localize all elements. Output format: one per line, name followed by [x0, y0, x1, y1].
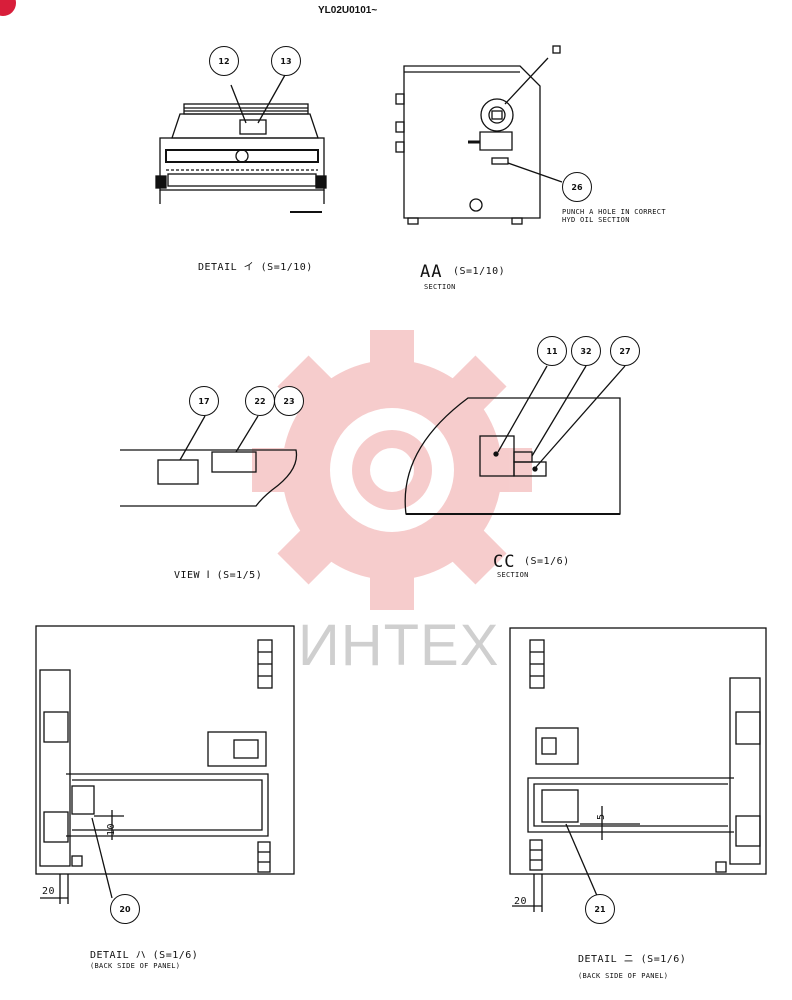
- part-bubble-12: 12: [209, 46, 239, 76]
- section-cc-scale: (S=1/6): [524, 556, 570, 567]
- detail-top-left-caption: DETAIL イ (S=1/10): [198, 262, 313, 273]
- part-bubble-20: 20: [110, 894, 140, 924]
- detail-ni-caption: DETAIL ニ (S=1/6): [578, 954, 687, 965]
- section-aa-scale: (S=1/10): [453, 266, 506, 277]
- part-bubble-27: 27: [610, 336, 640, 366]
- part-bubble-32: 32: [571, 336, 601, 366]
- part-bubble-17: 17: [189, 386, 219, 416]
- part-bubble-13: 13: [271, 46, 301, 76]
- view-i-caption: VIEW Ⅰ (S=1/5): [174, 570, 263, 581]
- watermark-text: ИНТЕХ: [298, 613, 500, 678]
- detail-ha-drawing: [35, 625, 295, 904]
- detail-ni-dim-5: 5: [596, 813, 607, 820]
- section-cc-sub: SECTION: [497, 571, 529, 579]
- section-aa-note-1: PUNCH A HOLE IN CORRECT: [562, 208, 666, 216]
- detail-ha-dim-10: 10: [106, 822, 117, 836]
- part-bubble-23: 23: [274, 386, 304, 416]
- part-bubble-21: 21: [585, 894, 615, 924]
- detail-ni-sub: (BACK SIDE OF PANEL): [578, 972, 669, 980]
- detail-ni-drawing: [509, 627, 767, 912]
- detail-top-left-drawing: [155, 74, 327, 213]
- section-cc-letters: CC: [493, 552, 516, 572]
- section-aa-note-2: HYD OIL SECTION: [562, 216, 630, 224]
- part-bubble-11: 11: [537, 336, 567, 366]
- detail-ha-caption: DETAIL ハ (S=1/6): [90, 950, 199, 961]
- part-bubble-26: 26: [562, 172, 592, 202]
- section-cc-drawing: [404, 365, 626, 515]
- detail-ni-dim-20: 20: [514, 896, 528, 907]
- detail-ha-sub: (BACK SIDE OF PANEL): [90, 962, 181, 970]
- view-i-drawing: [120, 415, 298, 507]
- detail-ha-dim-20: 20: [42, 886, 56, 897]
- part-bubble-22: 22: [245, 386, 275, 416]
- section-aa-letters: AA: [420, 262, 443, 282]
- corner-badge-icon: [0, 0, 16, 16]
- section-aa-sub: SECTION: [424, 283, 456, 291]
- document-id: YL02U0101~: [318, 5, 378, 16]
- section-aa-drawing: [395, 45, 563, 225]
